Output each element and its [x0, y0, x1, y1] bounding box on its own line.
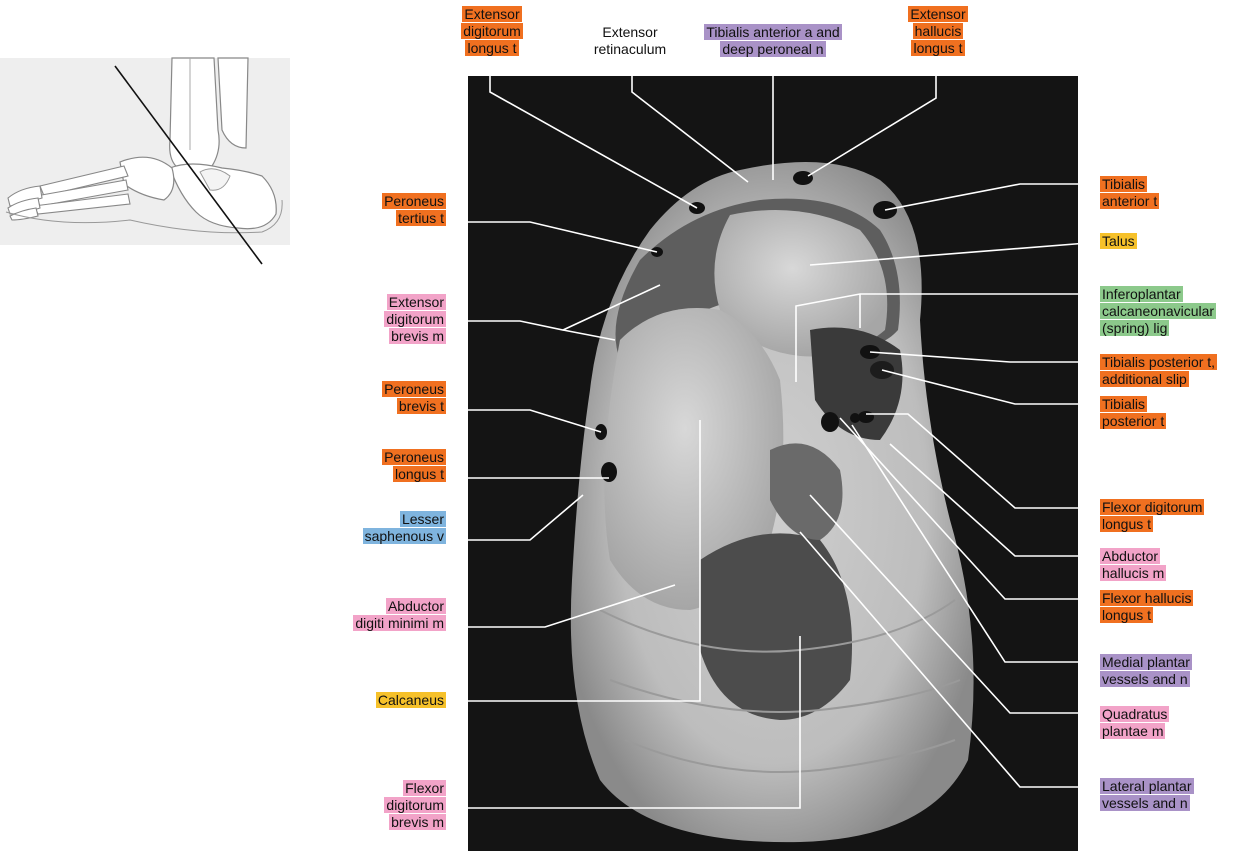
- label-tibialis-posterior: Tibialis posterior t: [1100, 396, 1248, 430]
- label-spring-ligament: Inferoplantar calcaneonavicular (spring)…: [1100, 286, 1250, 337]
- label-fdl-tendon: Flexor digitorum longus t: [1100, 499, 1248, 533]
- label-edb-muscle: Extensor digitorum brevis m: [300, 294, 446, 345]
- label-fdb-muscle: Flexor digitorum brevis m: [300, 780, 446, 831]
- label-edl-tendon: Extensor digitorum longus t: [450, 6, 534, 57]
- label-extensor-retinaculum: Extensor retinaculum: [570, 24, 690, 58]
- label-talus: Talus: [1100, 233, 1248, 250]
- label-ehl-tendon: Extensor hallucis longus t: [896, 6, 980, 57]
- label-lateral-plantar: Lateral plantar vessels and n: [1100, 778, 1248, 812]
- label-peroneus-longus: Peroneus longus t: [300, 449, 446, 483]
- label-peroneus-brevis: Peroneus brevis t: [300, 381, 446, 415]
- label-calcaneus: Calcaneus: [300, 692, 446, 709]
- label-tibialis-anterior: Tibialis anterior t: [1100, 176, 1248, 210]
- label-medial-plantar: Medial plantar vessels and n: [1100, 654, 1248, 688]
- label-abductor-hallucis: Abductor hallucis m: [1100, 548, 1248, 582]
- label-tibialis-anterior-artery-nerve: Tibialis anterior a and deep peroneal n: [680, 24, 866, 58]
- label-tibialis-posterior-slip: Tibialis posterior t, additional slip: [1100, 354, 1250, 388]
- label-peroneus-tertius: Peroneus tertius t: [300, 193, 446, 227]
- label-abductor-digiti-minimi: Abductor digiti minimi m: [300, 598, 446, 632]
- label-quadratus-plantae: Quadratus plantae m: [1100, 706, 1248, 740]
- label-fhl-tendon: Flexor hallucis longus t: [1100, 590, 1248, 624]
- label-lesser-saphenous: Lesser saphenous v: [300, 511, 446, 545]
